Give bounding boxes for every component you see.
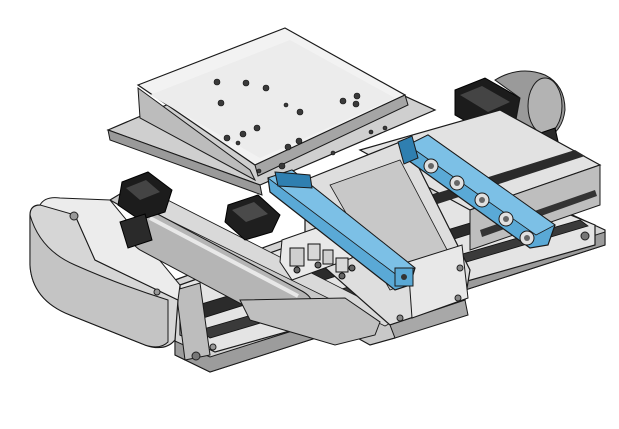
hole-icon bbox=[213, 78, 221, 86]
housing-screw-icon bbox=[69, 211, 79, 221]
carriage-screw-icon bbox=[454, 294, 462, 302]
left-motor-housing bbox=[29, 197, 181, 349]
base-hole-icon bbox=[209, 343, 217, 351]
hole-icon bbox=[253, 124, 261, 132]
hole-icon bbox=[330, 150, 336, 156]
upper-axis-tube-highlight bbox=[149, 216, 299, 298]
hole-icon bbox=[284, 143, 292, 151]
carriage-end-block bbox=[407, 244, 469, 319]
table-base-flange-side bbox=[107, 129, 263, 196]
bolt-icon bbox=[428, 163, 434, 169]
hole-icon bbox=[283, 102, 289, 108]
bolt-icon bbox=[524, 235, 530, 241]
clamp-bar-right-top bbox=[407, 134, 556, 236]
carriage-screw-icon bbox=[396, 314, 404, 322]
connector-icon bbox=[348, 264, 356, 272]
sensor-module bbox=[289, 247, 305, 267]
connector-icon bbox=[314, 261, 322, 269]
hole-icon bbox=[235, 140, 241, 146]
hole-icon bbox=[256, 168, 262, 174]
hole-icon bbox=[217, 99, 225, 107]
bolt-icon bbox=[479, 197, 485, 203]
connector-icon bbox=[338, 272, 346, 280]
hole-icon bbox=[368, 129, 374, 135]
sensor-module bbox=[322, 249, 334, 265]
bolt-icon bbox=[503, 216, 509, 222]
hole-icon bbox=[353, 92, 361, 100]
sensor-module bbox=[307, 243, 321, 261]
motor-cover-top bbox=[39, 197, 181, 301]
housing-screw-icon bbox=[153, 288, 161, 296]
blue-clamps bbox=[267, 134, 556, 291]
carriage-screw-icon bbox=[456, 264, 464, 272]
table-holes bbox=[213, 78, 388, 174]
clamp-bar-left-end bbox=[274, 171, 313, 189]
base-hole-icon bbox=[580, 231, 590, 241]
hole-icon bbox=[339, 97, 347, 105]
connector-icon bbox=[293, 266, 301, 274]
hole-icon bbox=[295, 137, 303, 145]
hole-icon bbox=[223, 134, 231, 142]
lower-axis-end-cap bbox=[175, 282, 211, 361]
sensor-module bbox=[335, 257, 349, 273]
rear-motor-end-icon bbox=[527, 77, 563, 135]
top-table bbox=[106, 27, 437, 196]
motor-cover-front-face bbox=[29, 214, 169, 348]
base-hole-icon bbox=[191, 351, 201, 361]
hole-icon bbox=[382, 125, 388, 131]
table-top-shading bbox=[150, 40, 395, 158]
hole-icon bbox=[242, 79, 250, 87]
table-riser-front bbox=[137, 86, 257, 182]
upper-axis-bottom-plate bbox=[239, 297, 381, 346]
rear-motor-face bbox=[460, 86, 510, 112]
table-edge-right bbox=[254, 94, 409, 177]
bolt-icon bbox=[401, 274, 407, 280]
hole-icon bbox=[239, 130, 247, 138]
bolt-icon bbox=[454, 180, 460, 186]
hole-icon bbox=[262, 84, 270, 92]
hole-icon bbox=[352, 100, 360, 108]
motor-block-lower bbox=[119, 213, 153, 249]
coupling-block-face bbox=[232, 202, 268, 222]
clamp-bar-right-end bbox=[397, 135, 419, 165]
clamp-bolts-right bbox=[423, 158, 535, 246]
hole-icon bbox=[296, 108, 304, 116]
motor-block-face bbox=[126, 180, 160, 200]
hole-icon bbox=[278, 162, 286, 170]
